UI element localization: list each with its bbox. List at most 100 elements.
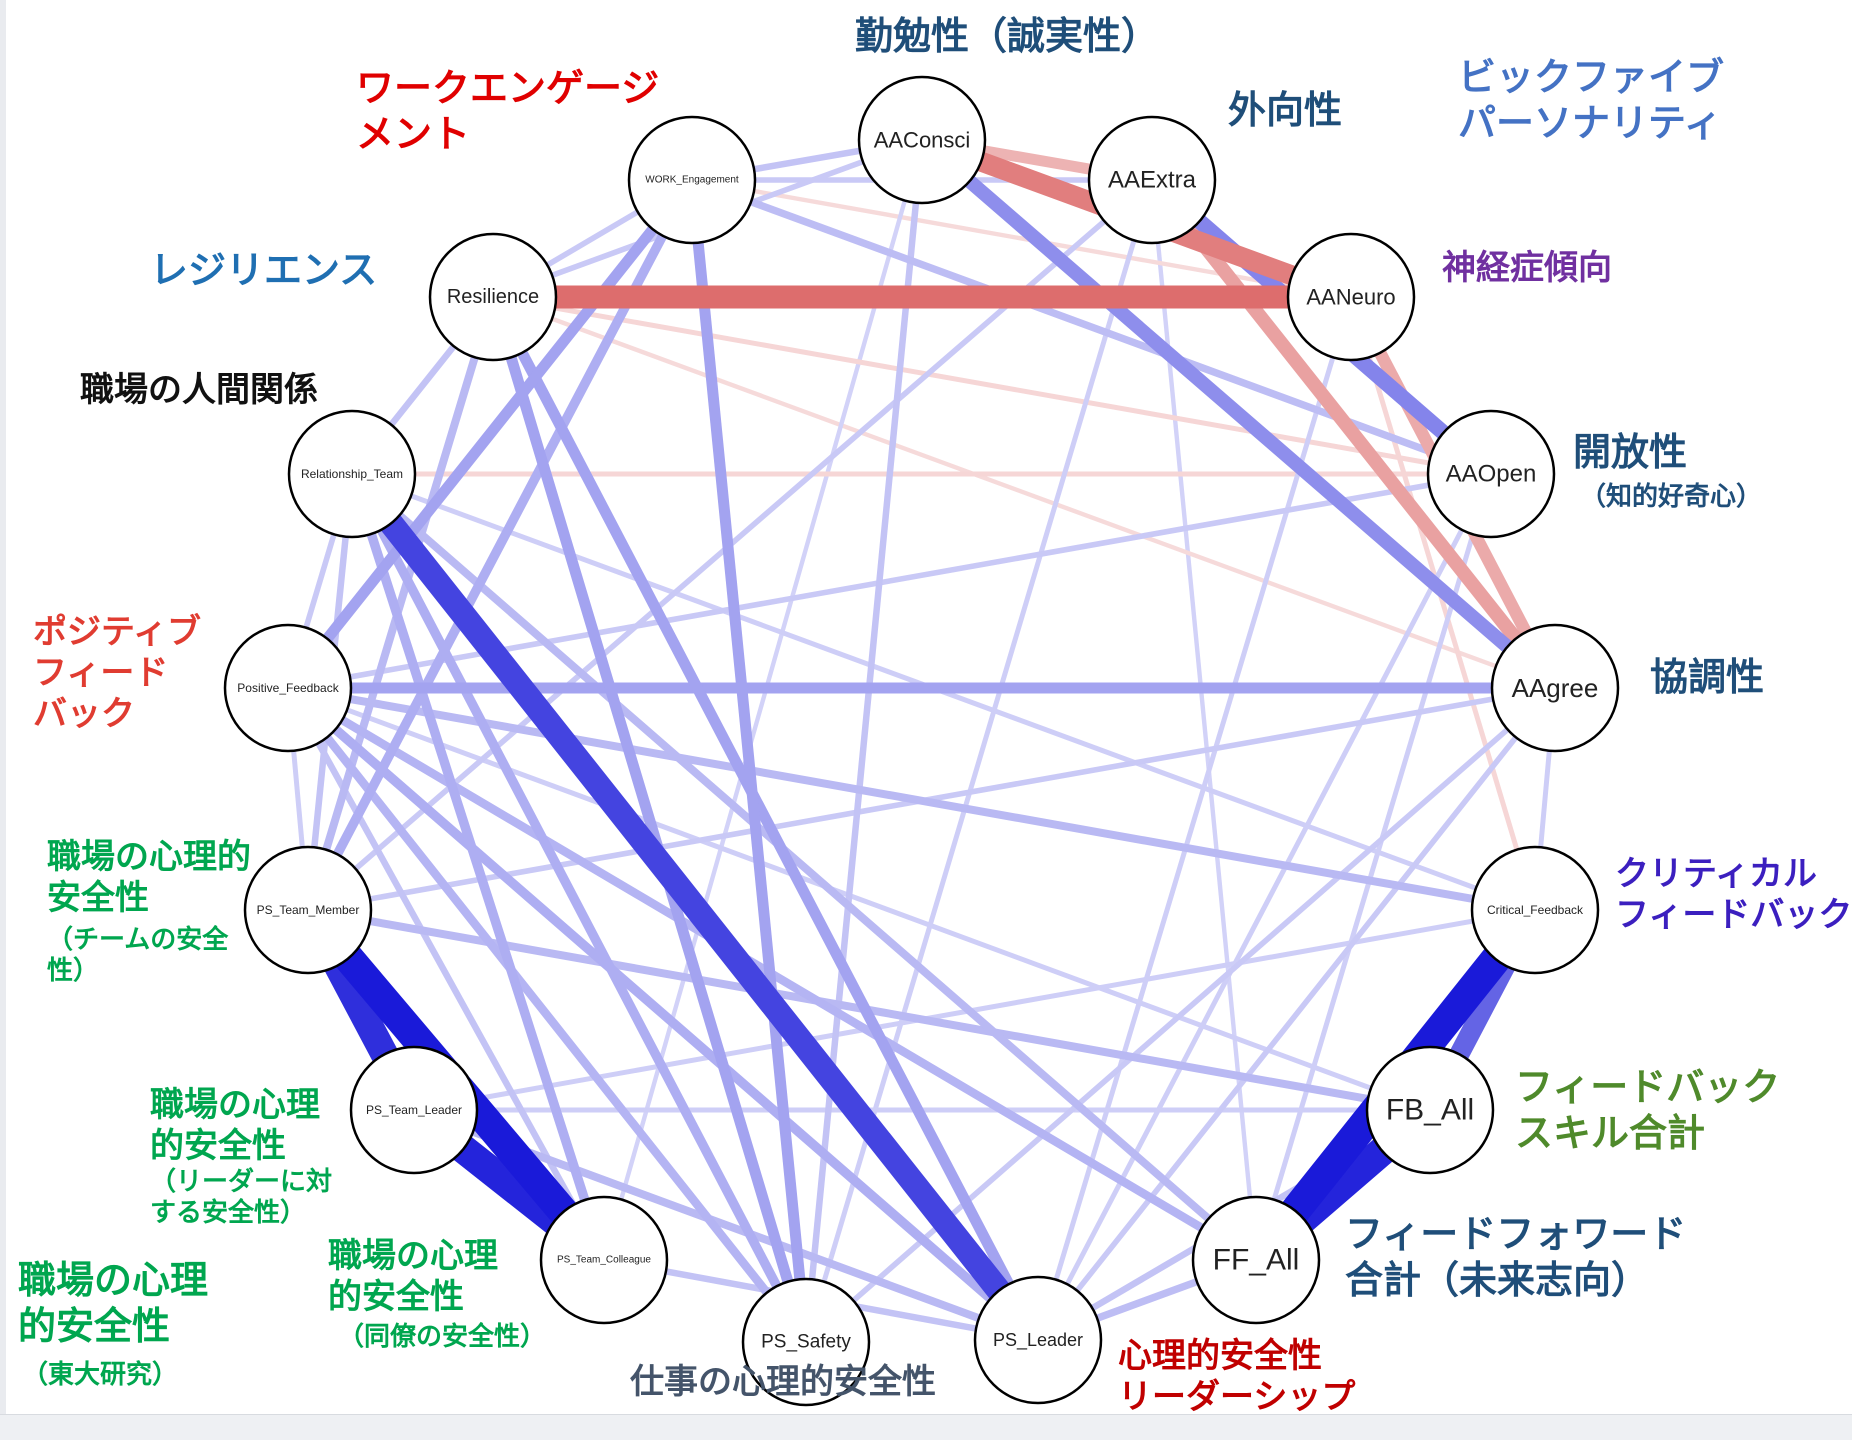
label-ps-team-colleague-line-0: 職場の心理 [328,1236,498,1276]
node-label: PS_Leader [993,1330,1083,1351]
label-ps-team-member-line-1: 安全性 [47,877,149,918]
label-ps-team-colleague-sub: （同僚の安全性） [338,1322,546,1353]
node-PS_Safety[interactable]: PS_Safety [741,1277,871,1407]
edges-layer [283,130,1561,1348]
node-PS_Team_Leader[interactable]: PS_Team_Leader [349,1045,479,1175]
node-FB_All[interactable]: FB_All [1365,1045,1495,1175]
label-ps-team-member: 職場の心理的安全性 [47,837,251,919]
edge-WORK_Engagement-Positive_Feedback [283,176,697,692]
label-conscientiousness-line-0: 勤勉性（誠実性） [855,14,1160,58]
node-AAConsci[interactable]: AAConsci [857,75,987,205]
edge-Resilience-PS_Leader [488,294,1043,1343]
node-circle [1286,232,1416,362]
label-ps-team-member-sub-line-1: 性） [47,956,100,987]
label-ff-all-line-0: フィードフォワード [1345,1212,1687,1256]
edge-AAOpen-PS_Leader [1035,472,1494,1342]
label-ps-team-colleague-sub-line-0: （同僚の安全性） [338,1322,547,1352]
label-ps-team-colleague: 職場の心理的安全性 [328,1236,498,1318]
bottom-bar [0,1414,1852,1440]
edge-Resilience-AAOpen [492,294,1492,477]
node-circle [1470,845,1600,975]
edge-AAExtra-AAgree [1146,175,1561,693]
label-resilience-line-0: レジリエンス [150,248,378,292]
edge-AAgree-PS_Safety [804,685,1557,1345]
node-label: AAgree [1512,673,1599,703]
label-ps-team-leader-sub-line-1: する安全性） [150,1198,307,1229]
edge-AAExtra-PS_Safety [803,179,1155,1343]
node-WORK_Engagement[interactable]: WORK_Engagement [627,115,757,245]
label-ps-safety: 仕事の心理的安全性 [630,1362,936,1403]
label-todai-line-0: 職場の心理 [18,1258,209,1302]
node-circle [1426,409,1556,539]
label-work-engagement: ワークエンゲージメント [356,66,659,157]
node-PS_Team_Colleague[interactable]: PS_Team_Colleague [539,1195,669,1325]
edge-AAConsci-PS_Team_Colleague [601,139,925,1261]
node-AAOpen[interactable]: AAOpen [1426,409,1556,539]
node-circle [349,1045,479,1175]
node-Critical_Feedback[interactable]: Critical_Feedback [1470,845,1600,975]
label-openness-line-0: 開放性 [1573,430,1688,474]
label-ps-leader-line-0: 心理的安全性 [1118,1336,1322,1376]
node-PS_Team_Member[interactable]: PS_Team_Member [243,845,373,975]
label-relationship-line-0: 職場の人間関係 [80,370,318,410]
label-big-five-line-1: パーソナリティ [1458,100,1722,145]
node-circle [223,623,353,753]
label-openness-sub-line-0: （知的好奇心） [1580,482,1763,512]
node-label: AAConsci [874,128,971,153]
node-Positive_Feedback[interactable]: Positive_Feedback [223,623,353,753]
node-AANeuro[interactable]: AANeuro [1286,232,1416,362]
label-extraversion: 外向性 [1228,88,1342,134]
node-circle [539,1195,669,1325]
node-label: Relationship_Team [301,467,403,481]
edge-WORK_Engagement-AANeuro [691,177,1352,300]
edge-Resilience-PS_Team_Member [304,295,497,912]
node-circle [1365,1045,1495,1175]
nodes-layer: AAConsci AAExtraAANeuroAAOpenAAgreeCritic… [223,75,1620,1407]
node-circle [287,409,417,539]
label-positive-feedback: ポジティブフィードバック [33,612,201,734]
label-ps-leader: 心理的安全性リーダーシップ [1118,1336,1355,1418]
node-circle [1191,1195,1321,1325]
node-label: PS_Team_Member [257,903,360,917]
edge-AAExtra-FF_All [1149,179,1259,1261]
label-ps-team-leader-line-1: 的安全性 [150,1125,286,1166]
node-FF_All[interactable]: FF_All [1191,1195,1321,1325]
label-extraversion-line-0: 外向性 [1228,88,1343,132]
node-label: FB_All [1386,1094,1474,1127]
label-agreeableness-line-0: 協調性 [1650,655,1765,699]
edge-Resilience-AAgree [492,294,1556,691]
node-circle [627,115,757,245]
node-label: AAOpen [1446,461,1537,488]
node-circle [428,232,558,362]
edge-AAConsci-AAgree [917,134,1560,694]
label-big-five: ビックファイブパーソナリティ [1458,55,1724,146]
label-critical-feedback-line-0: クリティカル [1615,854,1817,894]
edge-Relationship_Team-PS_Team_Colleague [347,472,609,1262]
label-ff-all: フィードフォワード合計（未来志向） [1345,1212,1686,1303]
edge-Positive_Feedback-FB_All [287,685,1431,1113]
node-AAgree[interactable]: AAgree [1490,623,1620,753]
node-circle [973,1275,1103,1405]
node-Relationship_Team[interactable]: Relationship_Team [287,409,417,539]
node-PS_Leader[interactable]: PS_Leader [973,1275,1103,1405]
label-positive-feedback-line-0: ポジティブ [33,612,201,652]
label-openness-sub: （知的好奇心） [1580,482,1762,513]
label-todai-sub: （東大研究） [22,1360,178,1391]
node-circle [243,845,373,975]
label-work-engagement-line-0: ワークエンゲージ [356,66,660,110]
edge-Positive_Feedback-Critical_Feedback [287,684,1536,914]
label-neuroticism: 神経症傾向 [1442,248,1612,289]
node-label: FF_All [1213,1244,1300,1277]
label-positive-feedback-line-1: フィード [33,652,169,693]
label-ps-team-colleague-line-1: 的安全性 [328,1276,464,1317]
label-conscientiousness: 勤勉性（誠実性） [855,14,1159,60]
node-AAExtra[interactable]: AAExtra [1087,115,1217,245]
label-ps-team-leader-sub-line-0: （リーダーに対 [150,1167,333,1197]
label-resilience: レジリエンス [150,248,377,294]
label-critical-feedback-line-1: フィードバック [1615,894,1852,935]
node-Resilience[interactable]: Resilience [428,232,558,362]
edge-Positive_Feedback-PS_Leader [284,684,1042,1344]
label-ps-team-member-sub-line-0: （チームの安全 [47,925,229,955]
